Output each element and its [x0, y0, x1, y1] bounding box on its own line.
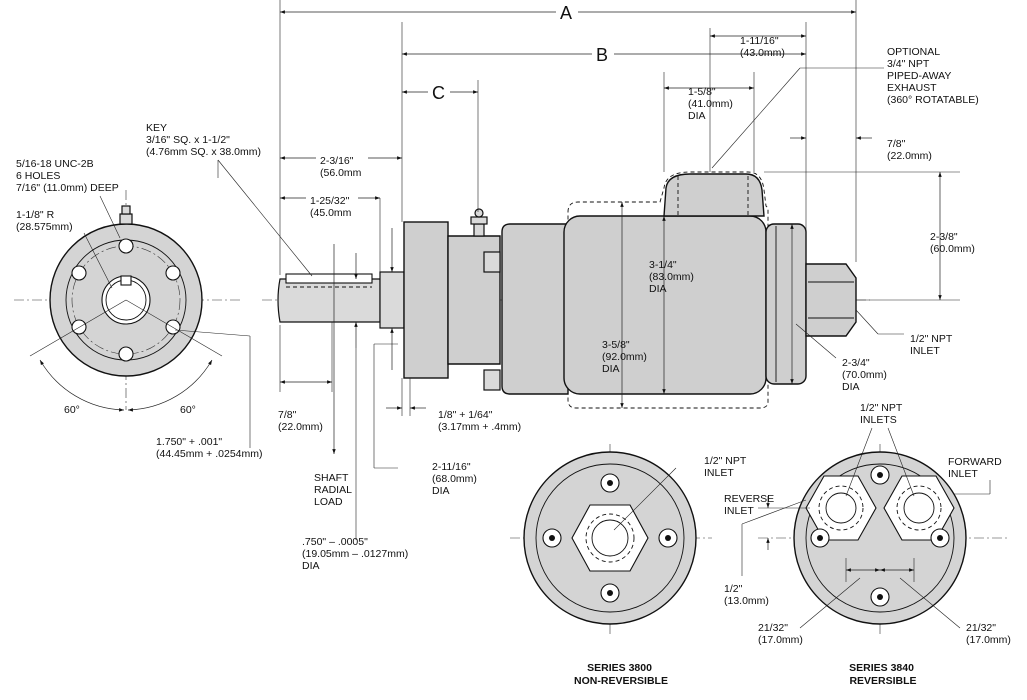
holes-callout: 5/16-18 UNC-2B 6 HOLES 7/16" (11.0mm) DE…: [16, 158, 119, 194]
main-housing: [563, 215, 767, 395]
dim-1-2: 1/2" (13.0mm): [724, 583, 769, 607]
dim-1-11-16: 1-11/16" (43.0mm): [740, 35, 785, 59]
dimension-labels: A B C 1-11/16" (43.0mm) OPTIONAL 3/4" NP…: [16, 3, 1011, 646]
inlet-hex: [571, 504, 649, 572]
inlet-3800-label: 1/2" NPT INLET: [704, 455, 749, 479]
rear-view-3840: [741, 427, 1010, 636]
dim-2-3-16: 2-3/16" (56.0mm: [320, 155, 362, 179]
dim-c-label: C: [432, 83, 445, 103]
side-view: [262, 171, 870, 409]
dimension-lines: [217, 0, 960, 540]
shaft-load-label: SHAFT RADIAL LOAD: [314, 472, 354, 508]
side-inlet-label: 1/2" NPT INLET: [910, 333, 955, 357]
caption-series-3800: SERIES 3800 NON-REVERSIBLE: [574, 662, 668, 687]
dim-1-25-32: 1-25/32" (45.0mm: [310, 195, 352, 219]
mounting-holes: [71, 238, 181, 362]
bolt-lower: [483, 369, 501, 391]
shaft-dia-callout: .750" – .0005" (19.05mm – .0127mm) DIA: [302, 536, 411, 572]
exhaust-boss: [663, 173, 765, 217]
shaft-key: [285, 273, 373, 284]
dim-7-8-right: 7/8" (22.0mm): [887, 138, 932, 162]
reverse-inlet-label: REVERSE INLET: [724, 493, 777, 517]
key-slot: [120, 275, 132, 286]
exhaust-callout: OPTIONAL 3/4" NPT PIPED-AWAY EXHAUST (36…: [887, 46, 979, 106]
front-flange: [403, 221, 449, 379]
forward-inlet-label: FORWARD INLET: [948, 456, 1005, 480]
dim-b-label: B: [596, 45, 608, 65]
housing-flange: [501, 223, 569, 395]
dim-1-8: 1/8" + 1/64" (3.17mm + .4mm): [438, 409, 521, 433]
dim-21-32-right: 21/32" (17.0mm): [966, 622, 1011, 646]
rear-inlet-fitting: [805, 263, 857, 337]
dim-21-32-left: 21/32" (17.0mm): [758, 622, 803, 646]
shaft-collar: [379, 271, 405, 329]
angle-right-label: 60°: [180, 404, 196, 416]
angle-left-label: 60°: [64, 404, 80, 416]
captions: SERIES 3800 NON-REVERSIBLE SERIES 3840 R…: [574, 662, 917, 687]
housing-dashed-outline: [567, 171, 769, 409]
dim-2-11-16-dia: 2-11/16" (68.0mm) DIA: [432, 461, 480, 497]
front-view: [14, 190, 251, 448]
bolt-upper: [483, 251, 501, 273]
dim-7-8-left: 7/8" (22.0mm): [278, 409, 323, 433]
rear-view-3800: [510, 444, 712, 636]
dim-1-5-8: 1-5/8" (41.0mm) DIA: [688, 86, 736, 122]
dim-3-5-8-dia: 3-5/8" (92.0mm) DIA: [602, 339, 650, 375]
caption-series-3840: SERIES 3840 REVERSIBLE: [849, 662, 917, 687]
key-callout: KEY 3/16" SQ. x 1-1/2" (4.76mm SQ. x 38.…: [146, 122, 261, 158]
dim-3-1-4-dia: 3-1/4" (83.0mm) DIA: [649, 259, 697, 295]
rear-bolts-3840: [810, 465, 950, 607]
dim-2-3-4-dia: 2-3/4" (70.0mm) DIA: [842, 357, 890, 393]
radius-callout: 1-1/8" R (28.575mm): [16, 209, 73, 233]
rear-cap: [765, 223, 807, 385]
dim-2-3-8: 2-3/8" (60.0mm): [930, 231, 975, 255]
bolt-circle-callout: 1.750" + .001" (44.45mm + .0254mm): [156, 436, 263, 460]
rear-bolts-3800: [542, 473, 678, 603]
inlets-3840-label: 1/2" NPT INLETS: [860, 402, 905, 426]
shaft: [277, 278, 381, 323]
dim-a-label: A: [560, 3, 572, 23]
grease-fitting: [470, 208, 488, 237]
